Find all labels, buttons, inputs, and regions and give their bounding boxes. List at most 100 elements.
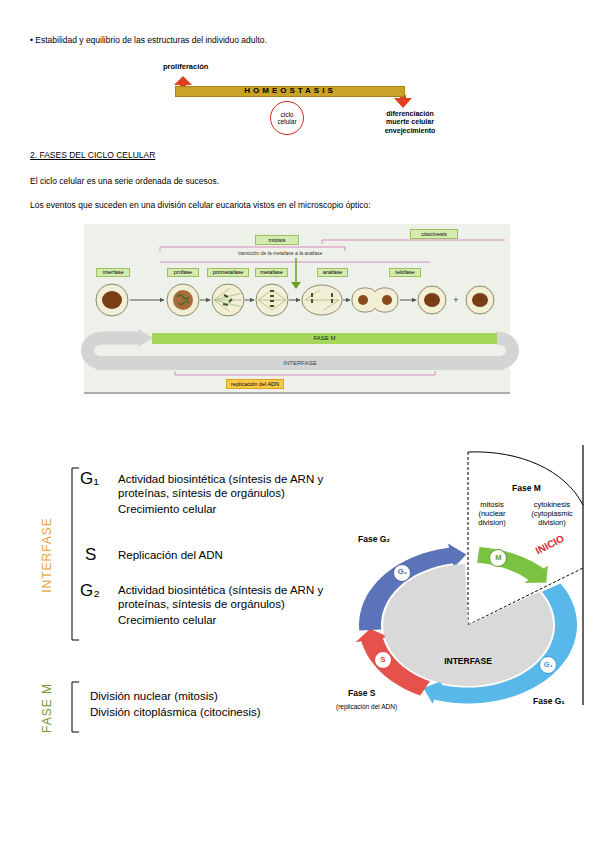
cell-prometaphase xyxy=(214,288,242,312)
cell-prophase xyxy=(167,284,199,316)
node-text: S xyxy=(381,656,386,664)
phase-label: Fase G₂ xyxy=(358,534,390,544)
node-text: M xyxy=(495,554,501,562)
phase-tag: mitosis xyxy=(255,235,299,245)
cell-arrows xyxy=(130,300,164,301)
cell-anaphase xyxy=(302,285,342,315)
phase-symbol: G₂ xyxy=(80,581,100,601)
phase-tag: anafase xyxy=(317,268,348,277)
transition-label: transición de la metafase a la anafase xyxy=(238,250,322,256)
phase-symbol: G₁ xyxy=(80,469,99,489)
phase-m-wedge xyxy=(468,452,583,505)
cell-telophase xyxy=(382,295,392,305)
plus-sign: + xyxy=(453,295,458,306)
node-text: telofase xyxy=(395,269,414,275)
cell-prometaphase xyxy=(212,284,244,316)
phase-description: Actividad biosintética (síntesis de ARN … xyxy=(118,473,360,501)
bracket-label: INTERFASE xyxy=(40,517,54,593)
phase-circle: G₂ xyxy=(393,564,411,582)
cell-interphase xyxy=(96,284,128,316)
cell-cycle-circle: ciclo celular xyxy=(270,101,304,135)
node-text: prometafase xyxy=(213,269,244,275)
disc-shape xyxy=(383,564,553,686)
loop-arrowhead xyxy=(138,329,153,347)
pink-brackets xyxy=(160,262,430,263)
phase-label: Fase G₁ xyxy=(533,696,565,706)
transition-arrow xyxy=(291,258,301,289)
phase-description: Crecimiento celular xyxy=(118,614,216,628)
node-text: replicación del ADN xyxy=(231,381,279,387)
daughter-cells xyxy=(418,286,494,314)
transition-arrow xyxy=(295,258,297,283)
phase-note: cytokinesis (cytoplasmic division) xyxy=(524,500,580,527)
cycle-ring xyxy=(356,544,578,704)
pink-brackets xyxy=(160,240,505,375)
node-text: mitosis xyxy=(268,237,285,243)
node-text: G₁ xyxy=(544,661,553,669)
node-text: INTERFASE xyxy=(283,360,316,367)
cell-telophase xyxy=(358,295,368,305)
cell-metaphase xyxy=(258,290,286,310)
brackets xyxy=(72,682,79,732)
interphase-band: INTERFASE xyxy=(92,356,508,370)
phase-label: Fase M xyxy=(512,483,541,493)
phase-label: Fase S xyxy=(348,688,375,698)
figure-ground xyxy=(84,224,510,392)
cell-anaphase xyxy=(312,293,332,303)
cell-prophase xyxy=(173,290,193,310)
cell-arrows xyxy=(130,300,416,301)
pink-brackets xyxy=(175,371,435,375)
node-text: HOMEOSTASIS xyxy=(244,87,336,96)
cell-arrows xyxy=(343,300,350,301)
phase-description: Replicación del ADN xyxy=(118,549,223,563)
cell-metaphase xyxy=(270,291,274,306)
phase-tag: telofase xyxy=(389,268,421,277)
node-text: anafase xyxy=(323,269,343,275)
phase-description: Crecimiento celular xyxy=(118,503,216,517)
phase-note: (replicación del ADN) xyxy=(336,703,397,711)
cell-metaphase xyxy=(256,284,288,316)
cell-telophase xyxy=(352,288,398,312)
daughter-cells xyxy=(466,286,494,314)
cell-metaphase xyxy=(256,284,288,316)
m-phase-bar: FASE M xyxy=(152,333,497,344)
body-text: El ciclo celular es una serie ordenada d… xyxy=(30,176,219,186)
node-text: interfase xyxy=(102,269,123,275)
homeostasis-bar: HOMEOSTASIS xyxy=(175,86,405,97)
phase-symbol: S xyxy=(85,545,96,565)
phase-tag: prometafase xyxy=(207,268,249,277)
bracket-label: FASE M xyxy=(40,683,54,733)
node-text: INTERFASE xyxy=(444,657,492,666)
differentiation-label: diferenciación muerte celular envejecimi… xyxy=(379,110,441,135)
phase-description: División citoplásmica (citocinesis) xyxy=(90,706,261,720)
phase-m-wedge xyxy=(468,452,469,625)
node-text: citocinesis xyxy=(421,231,446,237)
cell-anaphase xyxy=(305,290,339,310)
cell-telophase xyxy=(352,288,398,312)
phase-description: Actividad biosintética (síntesis de ARN … xyxy=(118,584,344,612)
node-text: G₂ xyxy=(398,568,407,576)
start-label: INICIO xyxy=(534,533,567,558)
homeostasis-arrows xyxy=(174,76,192,85)
cell-prophase xyxy=(167,284,199,316)
margin-rule xyxy=(582,445,583,705)
daughter-cells xyxy=(424,293,440,307)
proliferation-label: proliferación xyxy=(163,62,208,71)
phase-note: mitosis (nuclear division) xyxy=(472,500,512,527)
replication-tag: replicación del ADN xyxy=(226,379,284,389)
cell-prometaphase xyxy=(223,295,232,305)
node-text: FASE M xyxy=(313,335,335,342)
phase-tag: interfase xyxy=(96,268,130,277)
phase-tag: profase xyxy=(167,268,199,277)
daughter-cells xyxy=(418,286,446,314)
cell-interphase xyxy=(96,284,128,316)
brackets xyxy=(72,468,79,640)
cell-interphase xyxy=(102,291,122,309)
cell-arrows xyxy=(245,300,254,301)
phase-tag: citocinesis xyxy=(410,229,458,239)
phase-description: División nuclear (mitosis) xyxy=(90,690,218,704)
node-text: metafase xyxy=(260,269,283,275)
figure-rule xyxy=(84,393,510,394)
cell-arrows xyxy=(200,300,210,301)
